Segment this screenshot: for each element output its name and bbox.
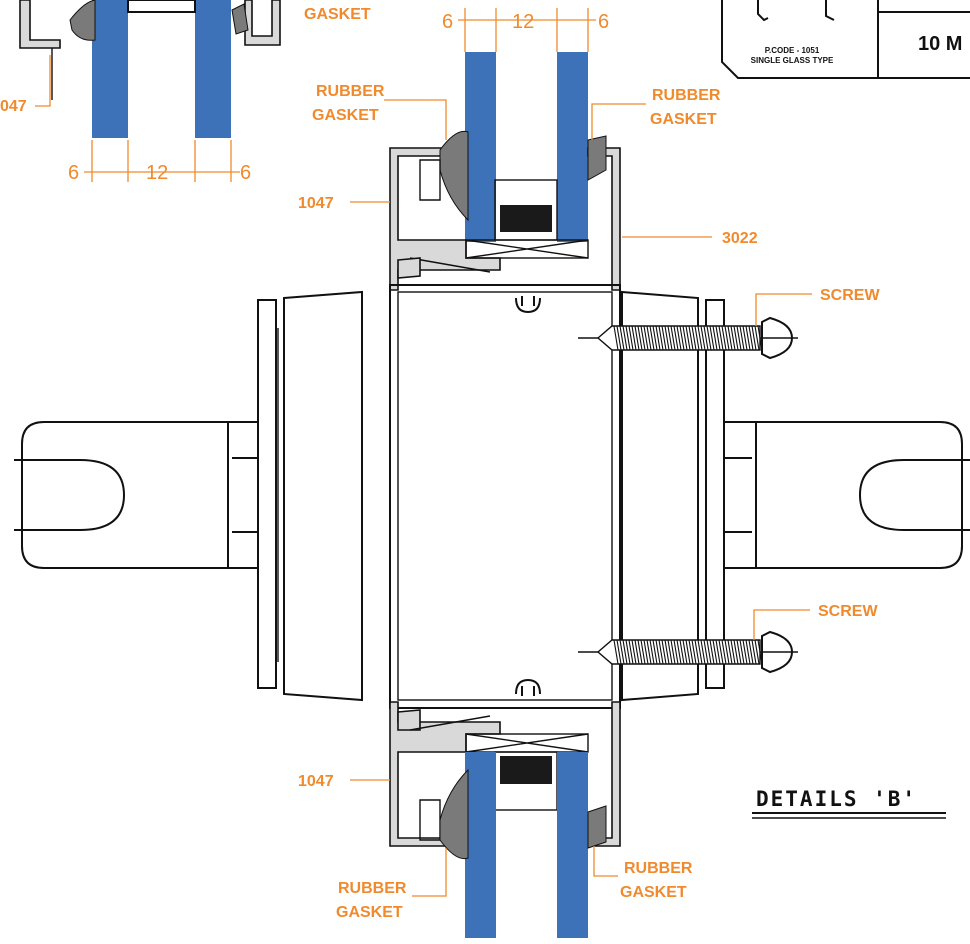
title-block: P.CODE - 1051 SINGLE GLASS TYPE 10 M [721, 0, 970, 79]
dimension-row-left: 6 12 6 [68, 140, 251, 184]
leader-screw-bottom [753, 609, 810, 640]
glazing-clip-top [409, 159, 491, 273]
screw-bottom [578, 630, 798, 674]
label-rubber-top-right-2: GASKET [650, 111, 717, 128]
dim-left-glass-b: 6 [240, 162, 251, 184]
label-3022: 3022 [722, 230, 758, 247]
profile-thumbnail-b [825, 0, 835, 21]
mullion-inner [397, 291, 613, 701]
gasket-bottom-right [587, 805, 607, 849]
left-collar [227, 421, 259, 569]
leader-screw-top [755, 293, 812, 326]
glass-pane-bottom-left [465, 752, 496, 938]
glass-pane-left-top-b [195, 0, 231, 138]
screw-port-bottom [515, 678, 541, 696]
label-gasket-top: GASKET [304, 6, 371, 23]
mullion-box [389, 284, 621, 709]
label-rubber-bottom-right-2: GASKET [620, 884, 687, 901]
label-1047-cropped: 047 [0, 98, 27, 115]
gasket-left-top-b [231, 3, 249, 35]
glass-pane-top-right [557, 52, 588, 242]
right-collar [723, 421, 757, 569]
glass-pane-left-top-a [92, 0, 128, 138]
gasket-bottom-left [439, 768, 469, 860]
leader-rubber-top-left [384, 99, 447, 140]
glass-pane-top-left [465, 52, 496, 242]
label-rubber-bottom-left-2: GASKET [336, 904, 403, 921]
dim-top-glass-b: 6 [598, 11, 609, 33]
screw-bottom-threads [613, 639, 763, 665]
label-1047-bottom: 1047 [298, 773, 334, 790]
screw-top [578, 316, 798, 360]
label-rubber-top-left-2: GASKET [312, 107, 379, 124]
top-left-partial-detail [19, 0, 281, 138]
dimension-row-top: 6 12 6 [442, 8, 609, 52]
product-type: SINGLE GLASS TYPE [751, 56, 834, 65]
dim-top-gap: 12 [512, 11, 534, 33]
label-rubber-top-left-1: RUBBER [316, 83, 385, 100]
label-rubber-bottom-right-1: RUBBER [624, 860, 693, 877]
size-fragment: 10 M [918, 33, 962, 55]
right-plate-outer [705, 299, 725, 689]
packer-top [465, 239, 589, 259]
product-code: P.CODE - 1051 [765, 46, 820, 55]
dim-left-glass-a: 6 [68, 162, 79, 184]
label-screw-bottom: SCREW [818, 603, 878, 620]
top-glazing-pocket [389, 130, 621, 291]
label-1047-top: 1047 [298, 195, 334, 212]
mullion-left-top-b [244, 0, 281, 46]
spacer-top [500, 205, 552, 232]
mullion-left-top-a [19, 0, 61, 49]
dim-top-glass-a: 6 [442, 11, 453, 33]
packer-top-cross [465, 239, 589, 259]
right-boss-slot [858, 459, 970, 531]
mullion-outer [389, 284, 621, 709]
gasket-top-left [439, 130, 469, 222]
label-rubber-bottom-left-1: RUBBER [338, 880, 407, 897]
leader-rubber-bottom-left [412, 848, 447, 897]
snap-clip-bottom [397, 709, 421, 731]
right-plate-tapered [621, 290, 699, 702]
snap-clip-top [397, 257, 421, 279]
label-rubber-top-right-1: RUBBER [652, 87, 721, 104]
packer-bottom-cross [465, 733, 589, 753]
dim-left-gap: 12 [146, 162, 168, 184]
glass-pane-bottom-right [557, 752, 588, 938]
gasket-left-top-a [69, 0, 96, 41]
profile-thumbnail-a [757, 0, 769, 22]
left-boss [21, 421, 228, 569]
screw-port-top [515, 296, 541, 314]
left-boss-slot [14, 459, 126, 531]
gasket-top-right [587, 135, 607, 181]
left-plate-tapered [283, 290, 363, 702]
left-bracket [14, 290, 363, 702]
left-plate-outer [257, 299, 277, 689]
spacer-bottom [500, 756, 552, 784]
leader-rubber-bottom-right [593, 846, 618, 877]
screw-top-threads [613, 325, 763, 351]
right-bracket [621, 290, 970, 702]
leader-rubber-top-right [591, 103, 646, 140]
leader-1047-cropped [35, 55, 51, 107]
drawing-title: DETAILS 'B' [756, 787, 917, 811]
screw-bottom-head [761, 630, 794, 674]
screw-top-head [761, 316, 794, 360]
spacer-left-top [127, 0, 196, 13]
title-block-frame [721, 0, 970, 79]
label-screw-top: SCREW [820, 287, 880, 304]
right-boss [756, 421, 963, 569]
